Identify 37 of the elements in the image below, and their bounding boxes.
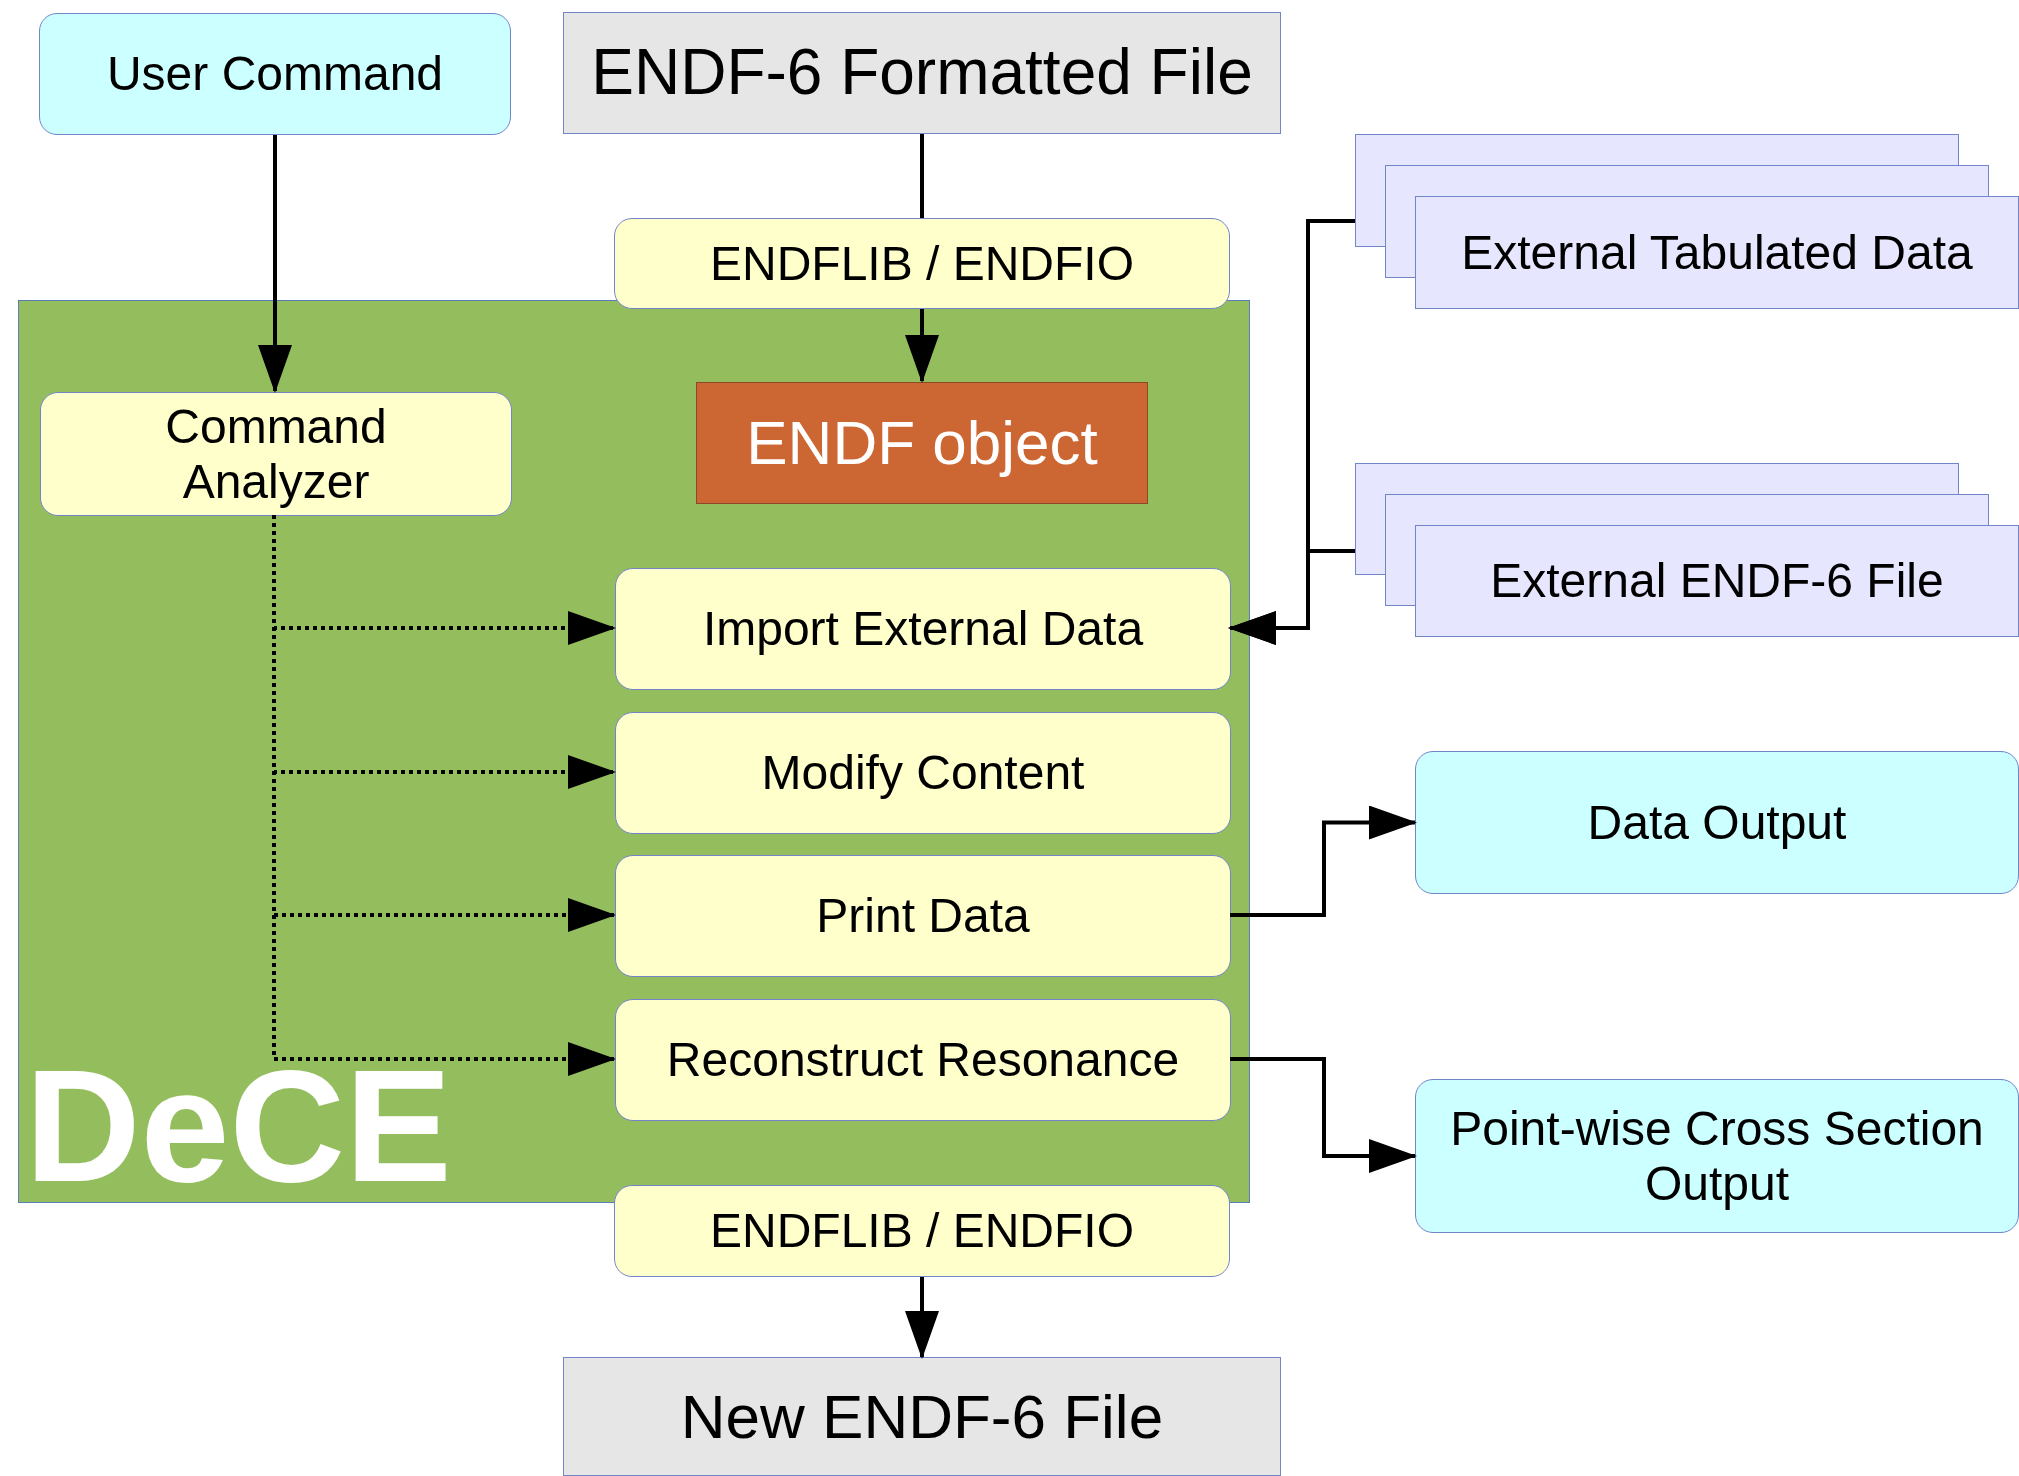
arrow: [905, 1277, 939, 1359]
file-box: [563, 1357, 1281, 1476]
connector-line: [920, 134, 924, 218]
node-label: ENDFLIB / ENDFIO: [708, 1203, 1136, 1259]
arrow: [1230, 805, 1417, 917]
module-name: DeCE: [25, 1046, 452, 1206]
node-label: External ENDF-6 File: [1489, 553, 1945, 609]
node-label: Data Output: [1586, 794, 1848, 851]
node-label: Command Analyzer: [164, 398, 388, 510]
node-label: Reconstruct Resonance: [665, 1032, 1181, 1088]
file-box: [563, 12, 1281, 134]
process-box: [615, 855, 1231, 977]
arrow: [1230, 1057, 1417, 1173]
node-label: ENDF-6 Formatted File: [590, 36, 1254, 110]
process-box: [40, 392, 512, 516]
node-label: User Command: [105, 46, 445, 102]
input-box: [39, 13, 511, 135]
object-box: [696, 382, 1148, 504]
output-box: [1415, 751, 2019, 894]
node-label: Print Data: [815, 888, 1031, 944]
process-box: [615, 712, 1231, 834]
node-label: New ENDF-6 File: [679, 1380, 1165, 1453]
node-label: ENDFLIB / ENDFIO: [708, 235, 1136, 292]
arrow: [905, 309, 939, 383]
module-panel: [18, 300, 1250, 1203]
arrow: [258, 135, 292, 393]
node-label: Point-wise Cross Section Output: [1449, 1100, 1985, 1212]
node-label: Import External Data: [701, 601, 1145, 657]
node-label: External Tabulated Data: [1460, 224, 1974, 281]
node-label: ENDF object: [745, 407, 1099, 479]
library-box: [614, 1185, 1230, 1277]
process-box: [615, 999, 1231, 1121]
output-box: [1415, 1079, 2019, 1233]
node-label: Modify Content: [760, 745, 1086, 801]
process-box: [615, 568, 1231, 690]
library-box: [614, 218, 1230, 309]
arrow: [1228, 549, 1355, 645]
